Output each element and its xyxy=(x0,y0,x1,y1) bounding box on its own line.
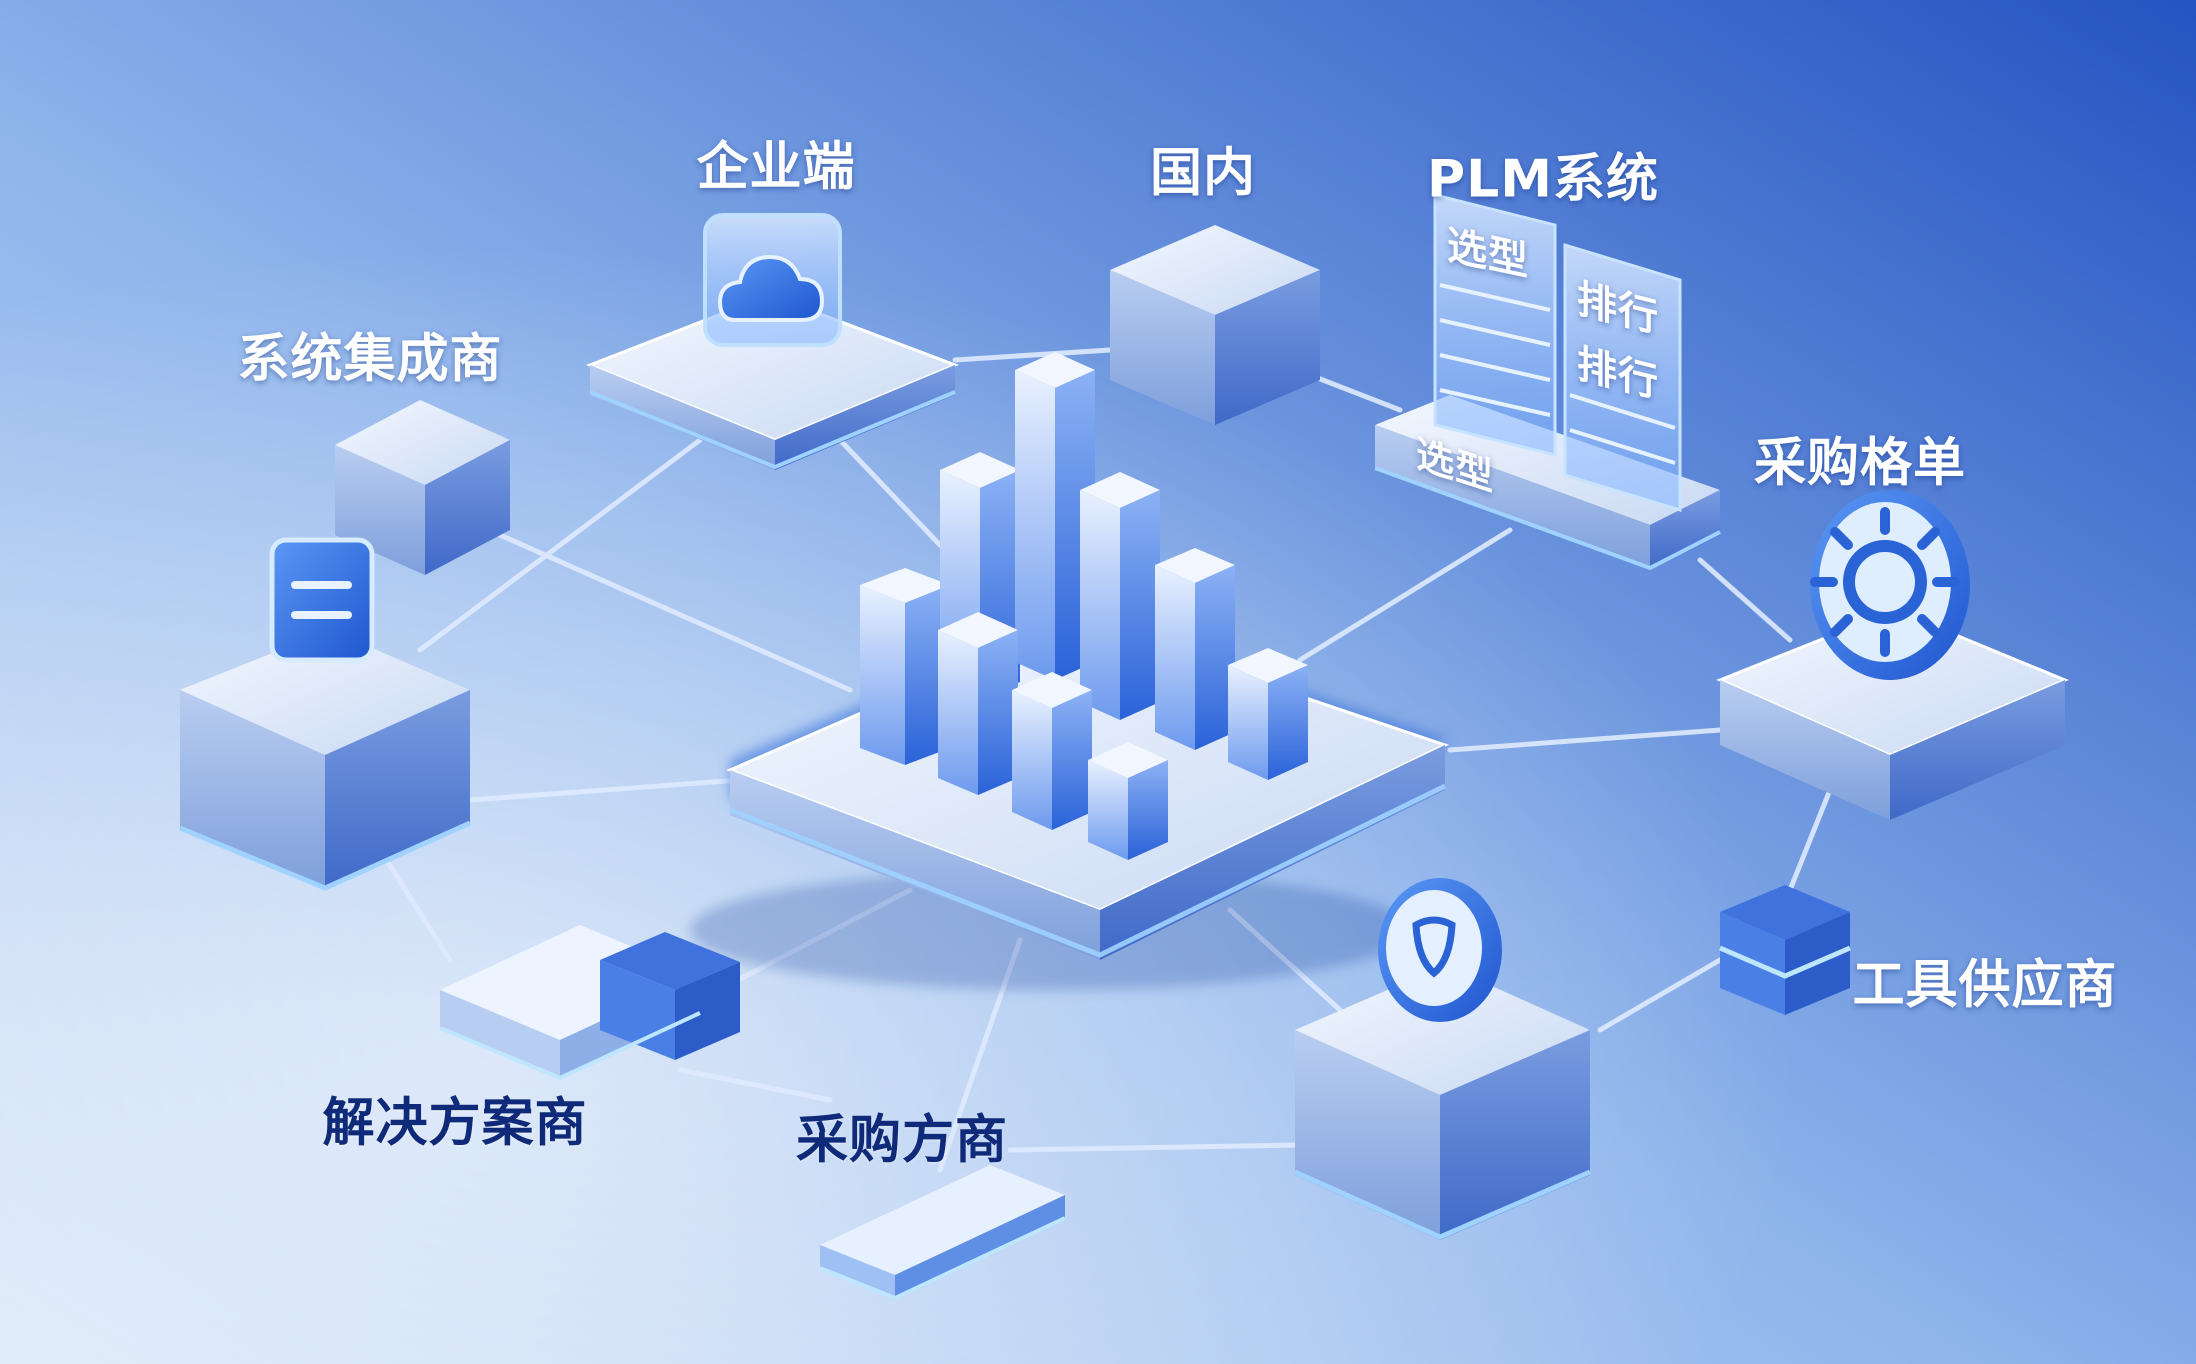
procurement-list-node xyxy=(1716,490,2069,820)
shield-icon xyxy=(1378,878,1502,1022)
link-purchaser-shieldnode xyxy=(1007,1142,1303,1153)
purchaser-node xyxy=(819,1165,1066,1301)
label-solution-provider: 解决方案商 xyxy=(322,1093,588,1154)
link-domestic-plm xyxy=(1307,372,1403,413)
link-platform-procurement xyxy=(1447,727,1723,753)
shield-node xyxy=(1293,878,1591,1240)
bar-1 xyxy=(860,568,950,765)
tool-supplier-node xyxy=(1719,885,1851,1015)
domestic-node xyxy=(1110,225,1320,425)
label-domestic: 国内 xyxy=(1149,143,1257,204)
link-enterprise-domestic xyxy=(952,347,1113,363)
link-integrator-platform xyxy=(497,532,853,693)
link-enterprise-platform xyxy=(837,437,943,548)
link-plm-platform xyxy=(1297,527,1513,663)
label-procurement-list: 采购格单 xyxy=(1753,433,1967,494)
link-left-solution xyxy=(377,847,453,963)
link-procurement-tools xyxy=(1787,787,1833,893)
bar-7 xyxy=(938,612,1018,795)
bar-8 xyxy=(1012,672,1092,830)
link-tools-shieldnode xyxy=(1597,957,1723,1033)
plm-node xyxy=(1374,193,1721,571)
enterprise-node xyxy=(585,213,960,470)
document-icon xyxy=(269,537,375,663)
label-tool-supplier: 工具供应商 xyxy=(1852,955,2118,1016)
link-left-platform xyxy=(467,777,743,803)
link-plm-procurement xyxy=(1697,557,1793,643)
solution-provider-node xyxy=(439,925,740,1081)
label-purchaser: 采购方商 xyxy=(795,1110,1009,1171)
gear-icon xyxy=(1810,490,1970,680)
cloud-icon xyxy=(703,213,842,347)
bar-cluster xyxy=(860,352,1308,860)
bar-6 xyxy=(1228,648,1308,780)
label-system-integrator: 系统集成商 xyxy=(237,329,503,390)
bar-4 xyxy=(1080,472,1160,720)
ranking-panel xyxy=(1563,242,1682,513)
label-enterprise: 企业端 xyxy=(696,137,856,198)
label-plm-system: PLM系统 xyxy=(1427,149,1659,210)
link-integrator-enterprise xyxy=(417,437,703,653)
bar-5 xyxy=(1155,548,1235,750)
bar-9 xyxy=(1088,742,1168,860)
document-node xyxy=(179,537,472,891)
link-solution-purchaser xyxy=(677,1067,833,1103)
selection-panel xyxy=(1433,193,1557,457)
